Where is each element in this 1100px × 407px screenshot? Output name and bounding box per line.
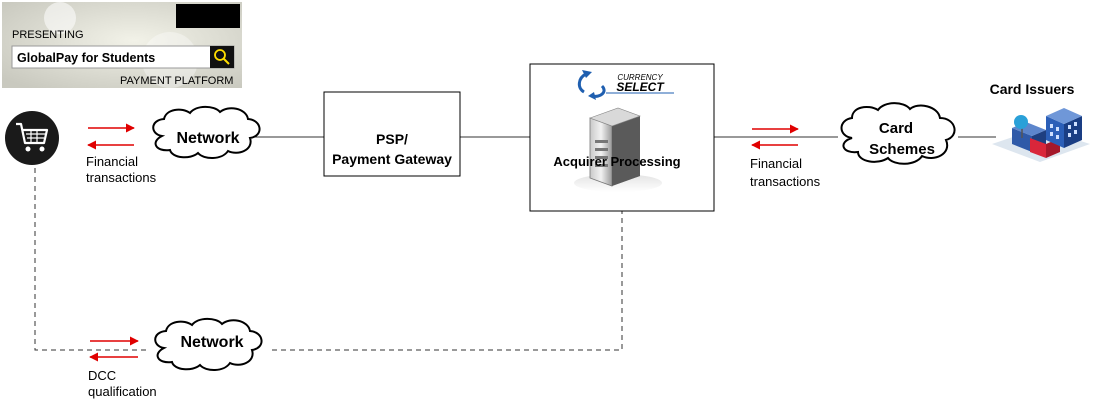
search-input-text: GlobalPay for Students (17, 51, 155, 65)
financial-right-line1: Financial (750, 156, 802, 171)
banner-presenting: PRESENTING (12, 29, 84, 41)
psp-label-line1: PSP/ (376, 131, 408, 147)
psp-box: PSP/ Payment Gateway (323, 91, 461, 177)
arrows-financial-left (87, 123, 135, 150)
search-button[interactable] (210, 46, 234, 68)
financial-left-line2: transactions (86, 170, 157, 185)
banner-decoration (44, 2, 76, 34)
network-cloud-bottom: Network (154, 317, 263, 371)
server-icon (574, 107, 662, 192)
banner-platform: PAYMENT PLATFORM (120, 75, 233, 87)
card-schemes-cloud: Card Schemes (840, 102, 956, 165)
wu-banner: PRESENTING WU GlobalPay for Students PAY… (2, 2, 242, 88)
dashed-line-cart-network (34, 168, 150, 351)
dcc-label-line2: qualification (88, 384, 157, 399)
acquirer-label: Acquirer Processing (553, 154, 680, 169)
shopping-cart-icon (5, 111, 59, 165)
card-schemes-line1: Card (879, 120, 913, 137)
arrows-financial-right (751, 124, 799, 150)
card-issuers-label: Card Issuers (990, 81, 1075, 97)
dcc-label-line1: DCC (88, 368, 116, 383)
buildings-icon (992, 108, 1090, 162)
search-icon (214, 49, 230, 65)
currency-select-bottom-text: SELECT (616, 80, 665, 94)
wu-logo-text: WU (186, 7, 220, 29)
network-cloud-top: Network (152, 105, 261, 159)
arrows-dcc (89, 336, 139, 362)
dashed-line-network-acquirer (272, 211, 623, 351)
acquirer-box: CURRENCY SELECT Acquirer Processing (529, 63, 715, 212)
network-top-label: Network (176, 130, 239, 147)
connector-lines (34, 136, 996, 351)
card-schemes-line2: Schemes (869, 141, 935, 158)
psp-label-line2: Payment Gateway (332, 151, 452, 167)
currency-select-top-text: CURRENCY (617, 73, 663, 82)
currency-select-logo: CURRENCY SELECT (577, 70, 674, 100)
network-bottom-label: Network (180, 334, 243, 351)
financial-left-line1: Financial (86, 154, 138, 169)
financial-right-line2: transactions (750, 174, 821, 189)
wu-logo (176, 4, 240, 28)
